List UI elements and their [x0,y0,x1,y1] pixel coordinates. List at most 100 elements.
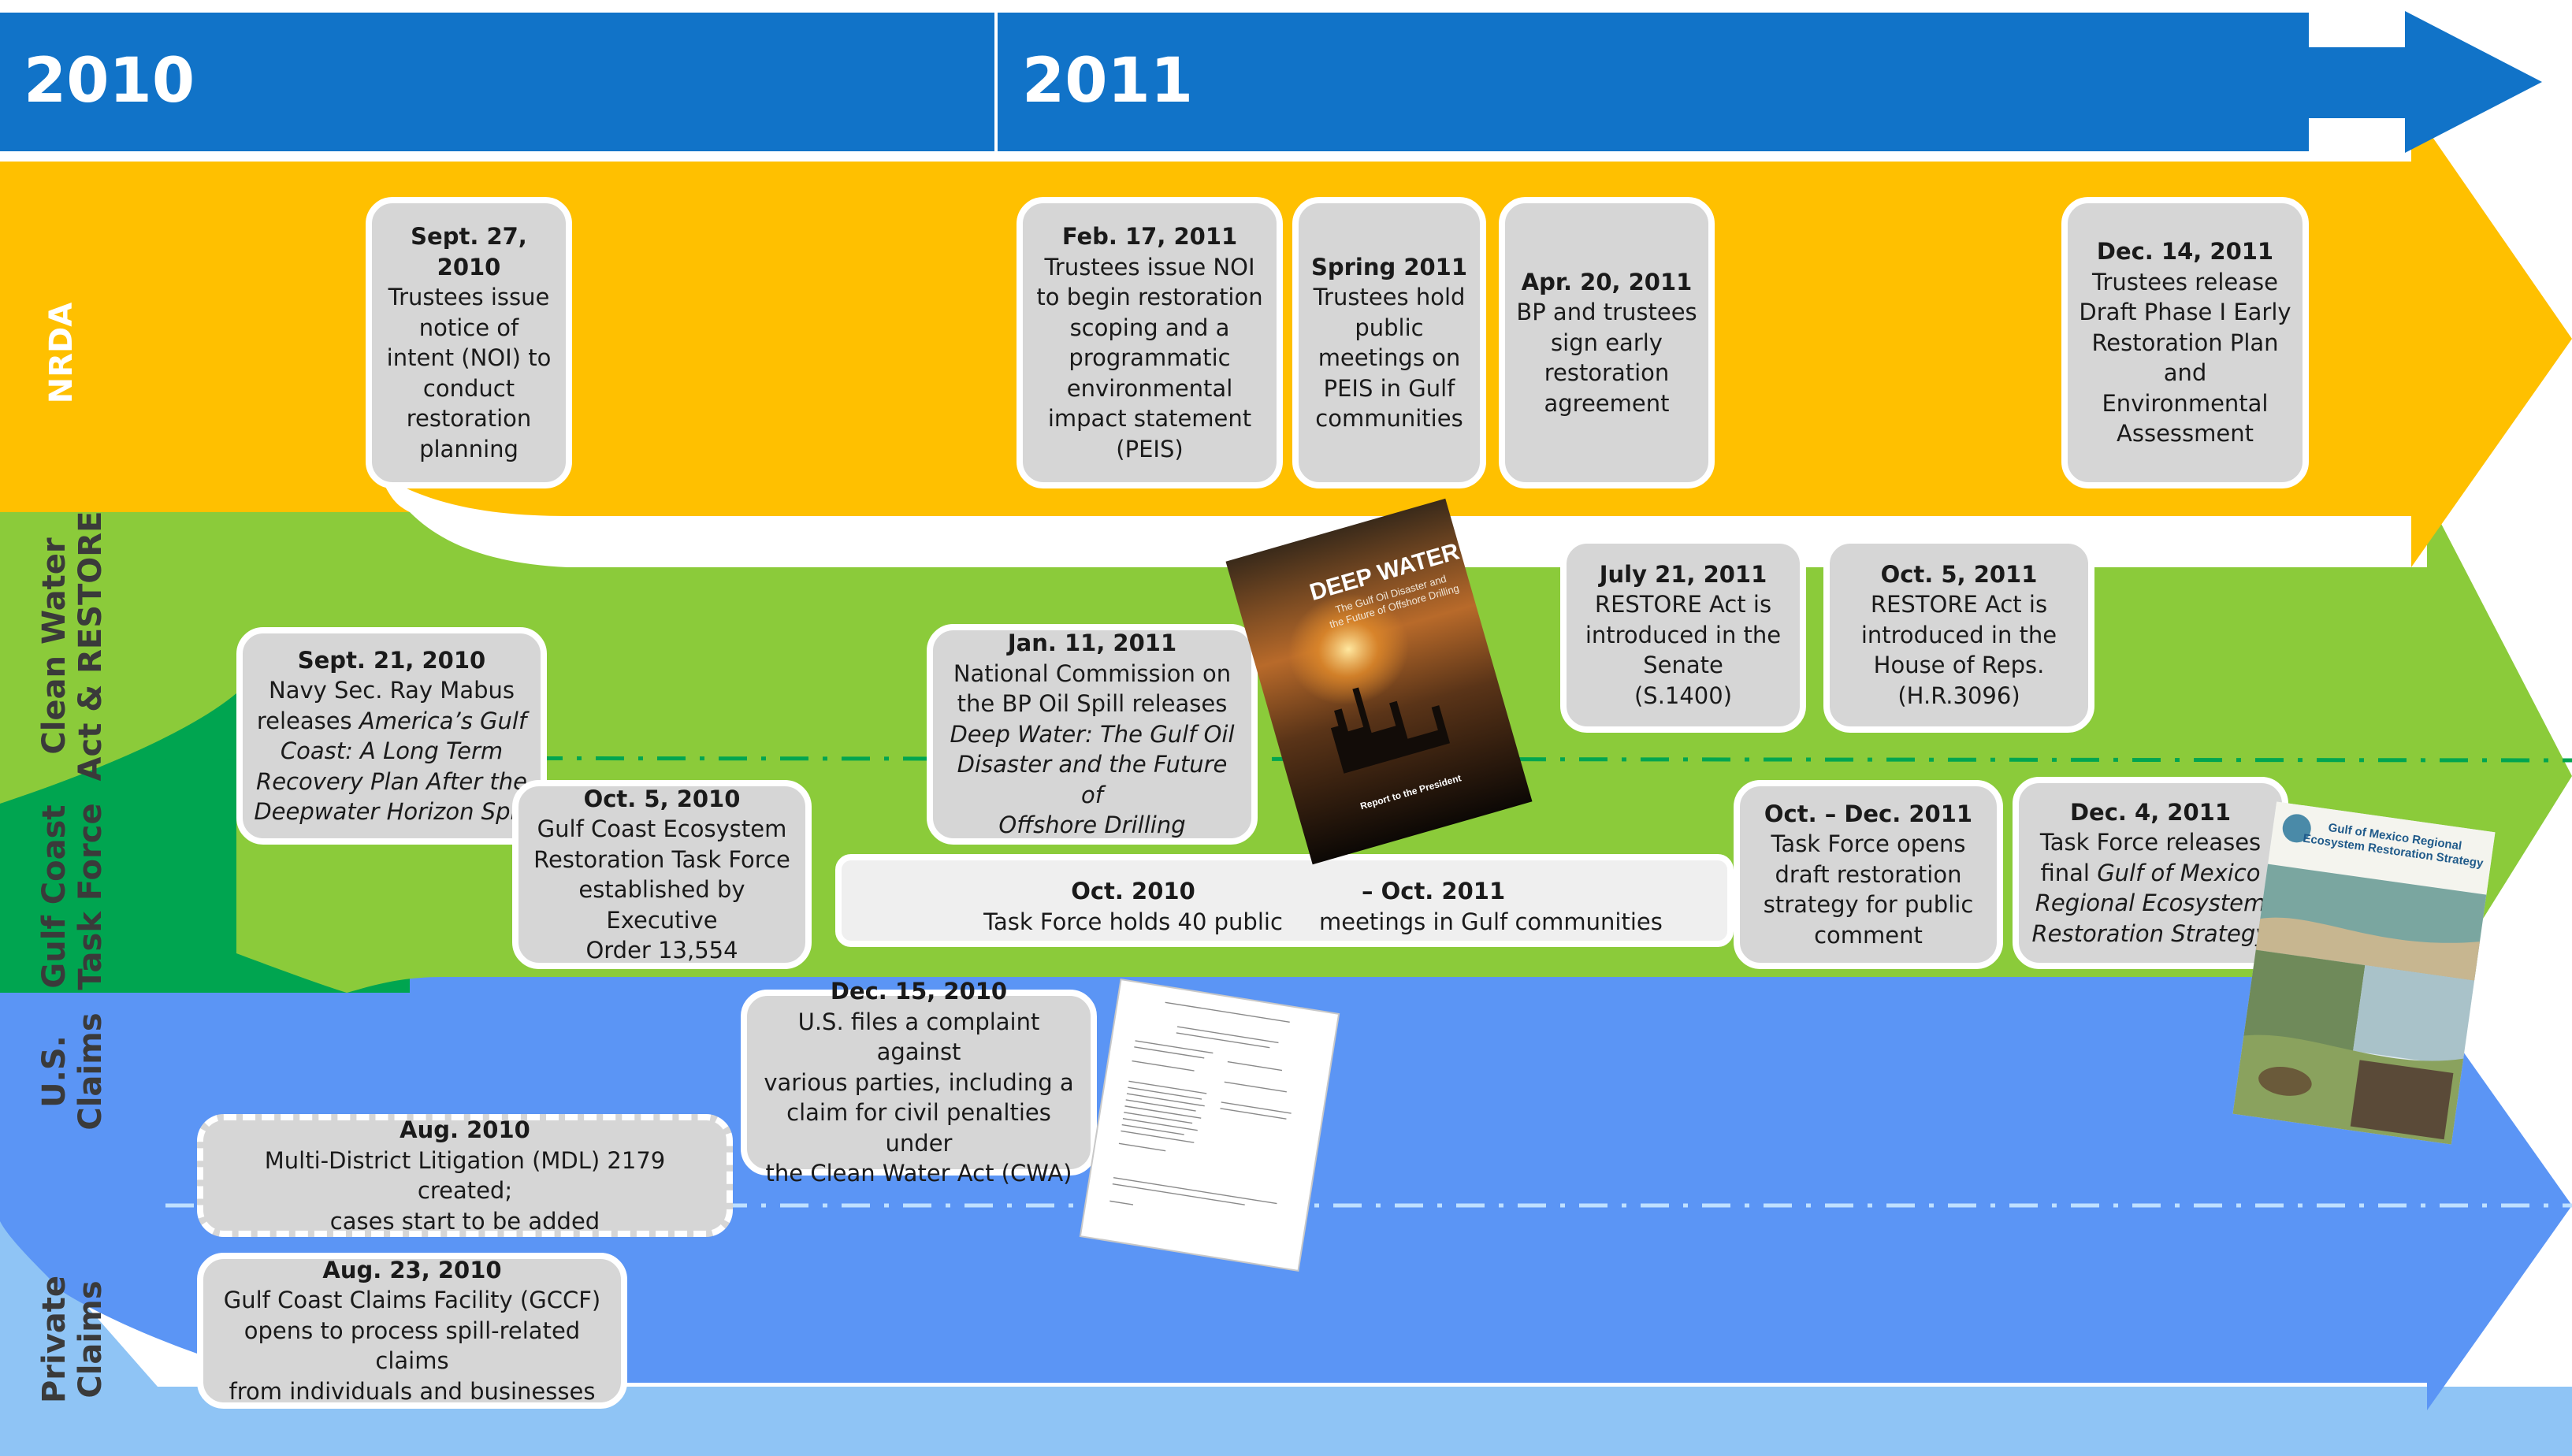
event-text: Trustees issue NOI [1044,253,1255,280]
event-date: – Oct. 2011 [1362,878,1506,904]
event-text: introduced in the [1585,621,1782,648]
event-card-dec-14-2011: Dec. 14, 2011 Trustees release Draft Pha… [2061,197,2309,488]
gulf-green-overlap [0,693,236,993]
event-text: (S.1400) [1634,682,1733,709]
lane-label-line: U.S. [36,1035,72,1108]
event-text-part: releases [256,707,359,734]
event-date: Oct. 5, 2011 [1880,560,2038,588]
event-date: Oct. 2010 [1071,878,1195,904]
event-text: Trustees issue [388,284,550,310]
event-text: cases start to be added [329,1207,600,1235]
event-date: Dec. 15, 2010 [830,978,1008,1005]
event-text: Trustees release [2092,268,2278,295]
event-text: restoration [406,405,532,432]
event-text: PEIS in Gulf [1323,374,1455,402]
cover-photo-beach [2255,917,2480,981]
event-card-july-21-2011: July 21, 2011 RESTORE Act is introduced … [1560,537,1806,733]
event-text: Task Force holds 40 public [983,908,1283,935]
event-text: National Commission on [953,659,1232,687]
event-text: U.S. files a complaint against [797,1008,1040,1066]
event-text: RESTORE Act is [1870,591,2048,618]
event-text: Draft Phase I Early [2079,299,2291,326]
event-text-italic: Disaster and the Future of [957,751,1228,808]
event-card-spring-2011: Spring 2011 Trustees hold public meeting… [1292,197,1486,488]
event-card-sept-21-2010: Sept. 21, 2010 Navy Sec. Ray Mabus relea… [236,627,547,845]
event-date: Jan. 11, 2011 [1007,630,1177,657]
event-text: the Clean Water Act (CWA) [765,1160,1072,1187]
event-text: conduct [422,374,515,402]
event-text: strategy for public [1763,891,1974,919]
event-text: sign early [1551,329,1663,356]
event-text: (H.R.3096) [1897,682,2020,709]
event-text: claim for civil penalties under [786,1099,1051,1157]
cover-photo-turtle [2258,1066,2312,1096]
event-text: environmental [1066,374,1233,402]
event-text-left: Oct. 2010 Task Force holds 40 public [842,876,1425,937]
lane-label-line: Gulf Coast [36,804,72,989]
event-text-italic: Recovery Plan After the [256,767,527,795]
private-claims-band [0,1213,2572,1456]
event-text-italic: America’s Gulf [359,707,527,734]
event-text: restoration [1544,359,1670,387]
cover-photo-water [2353,965,2475,1067]
event-date: Aug. 2010 [400,1116,530,1143]
event-date: July 21, 2011 [1599,560,1767,588]
event-date: Sept. 27, 2010 [411,223,527,280]
event-text-italic: Coast: A Long Term [280,737,504,764]
event-text: and [2163,359,2207,387]
event-text: Trustees hold [1313,284,1466,310]
event-text: draft restoration [1775,860,1962,888]
event-text: BP and trustees [1516,299,1697,326]
event-text: impact statement [1047,405,1252,432]
nrda-lower-edge [0,473,410,512]
event-card-apr-20-2011: Apr. 20, 2011 BP and trustees sign early… [1499,197,1715,488]
event-text: Restoration Plan [2091,329,2279,356]
event-text-italic: Regional Ecosystem [2035,890,2266,917]
event-text: (PEIS) [1116,435,1184,462]
event-card-aug-2010: Aug. 2010 Multi-District Litigation (MDL… [197,1114,733,1237]
event-text: Order 13,554 [585,937,738,964]
event-text: Multi-District Litigation (MDL) 2179 cre… [264,1146,666,1205]
event-text: Gulf Coast Ecosystem [537,815,787,842]
event-text-italic: Restoration Strategy [2031,919,2269,947]
cover-fire-glow [1273,574,1445,734]
event-text: the BP Oil Spill releases [957,690,1228,718]
document-lines [1109,1001,1292,1205]
lane-label-nrda-text: NRDA [43,302,80,404]
event-text: Task Force opens [1771,830,1966,858]
event-text: Restoration Task Force [533,845,790,873]
event-text: releases America’s Gulf [257,706,526,737]
lane-label-line: Clean Water [36,537,72,755]
timeline-header-bar [0,13,2309,151]
event-text: planning [419,435,518,462]
event-card-feb-17-2011: Feb. 17, 2011 Trustees issue NOI to begi… [1017,197,1283,488]
event-text: Environmental [2102,389,2269,417]
event-text: House of Reps. [1873,652,2045,679]
event-text: opens to process spill-related claims [243,1317,581,1375]
cover-seal-icon [2282,814,2311,843]
cover-header [2268,801,2496,895]
event-text: agreement [1544,389,1670,417]
event-text-italic: Deepwater Horizon Spill [254,798,530,825]
event-card-oct-5-2011: Oct. 5, 2011 RESTORE Act is introduced i… [1823,537,2094,733]
event-card-dec-4-2011: Dec. 4, 2011 Task Force releases final G… [2013,777,2288,969]
lane-label-line: Private [36,1275,72,1404]
nrda-arrow [0,106,2572,567]
event-date: Sept. 21, 2010 [297,646,486,674]
event-date: Feb. 17, 2011 [1061,223,1238,250]
event-card-oct-2010-oct-2011: Oct. 2010 Task Force holds 40 public – O… [835,854,1734,947]
event-text-italic: Gulf of Mexico [2097,859,2261,886]
event-date: Apr. 20, 2011 [1521,268,1693,295]
event-card-oct-5-2010: Oct. 5, 2010 Gulf Coast Ecosystem Restor… [512,780,812,969]
cover-rig-silhouette [1330,687,1451,774]
lane-label-line: Claims [72,1012,109,1131]
gulf-strategy-cover-image: Gulf of Mexico Regional Ecosystem Restor… [2232,801,2496,1145]
lane-label-line: Task Force [72,803,109,990]
event-text: Task Force releases [2039,829,2262,856]
event-text: RESTORE Act is [1594,591,1772,618]
lane-label-line: Act & RESTORE [72,511,109,782]
event-date: Aug. 23, 2010 [322,1256,502,1283]
event-text: to begin restoration [1036,284,1263,310]
timeline-header-arrowhead [2309,11,2542,153]
lane-label-line: Claims [72,1280,109,1398]
